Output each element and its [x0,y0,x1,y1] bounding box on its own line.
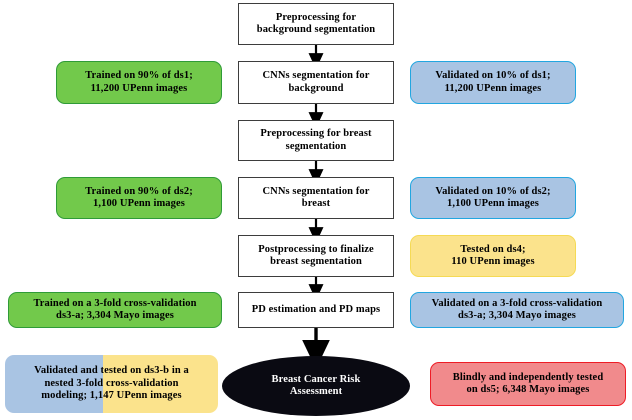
node-train-ds1[interactable]: Trained on 90% of ds1; 11,200 UPenn imag… [56,61,222,104]
node-line: modeling; 1,147 UPenn images [41,390,182,402]
node-line: segmentation [285,140,347,152]
node-line: Validated and tested on ds3-b in a [34,365,189,377]
node-line: Preprocessing for [275,11,357,23]
node-line: 11,200 UPenn images [90,82,188,94]
node-validate-ds3a[interactable]: Validated on a 3-fold cross-validation d… [410,292,624,328]
node-line: 11,200 UPenn images [444,82,542,94]
node-line: nested 3-fold cross-validation [44,377,179,389]
node-line: 110 UPenn images [451,256,535,267]
node-line: Breast Cancer Risk [271,373,361,385]
node-pd-estimation[interactable]: PD estimation and PD maps [238,292,394,328]
node-line: background [288,82,344,94]
node-line: Postprocessing to finalize [258,243,374,255]
node-line: ds3-a; 3,304 Mayo images [458,310,576,321]
node-line: Trained on a 3-fold cross-validation [33,297,197,309]
node-line: breast segmentation [270,256,362,267]
node-train-ds3a[interactable]: Trained on a 3-fold cross-validation ds3… [8,292,222,328]
node-cnn-background[interactable]: CNNs segmentation for background [238,61,394,104]
node-line: Validated on a 3-fold cross-validation [431,297,603,309]
node-validate-ds2[interactable]: Validated on 10% of ds2; 1,100 UPenn ima… [410,177,576,219]
node-train-ds2[interactable]: Trained on 90% of ds2; 1,100 UPenn image… [56,177,222,219]
node-line: Assessment [289,386,343,397]
node-line: Validated on 10% of ds2; [435,185,551,197]
node-line: on ds5; 6,348 Mayo images [466,384,590,395]
node-preproc-background[interactable]: Preprocessing for background segmentatio… [238,3,394,45]
node-line: 1,100 UPenn images [93,198,185,209]
node-line: breast [301,198,331,209]
node-risk-assessment[interactable]: Breast Cancer Risk Assessment [222,356,410,416]
node-postproc-breast[interactable]: Postprocessing to finalize breast segmen… [238,235,394,277]
node-line: Trained on 90% of ds1; [85,70,193,82]
node-line: CNNs segmentation for [262,70,370,82]
node-blind-test-ds5[interactable]: Blindly and independently tested on ds5;… [430,362,626,406]
node-line: Blindly and independently tested [452,371,604,383]
node-line: ds3-a; 3,304 Mayo images [56,310,174,321]
node-line: Tested on ds4; [460,243,526,255]
node-line: Validated on 10% of ds1; [435,70,551,82]
node-cnn-breast[interactable]: CNNs segmentation for breast [238,177,394,219]
node-line: CNNs segmentation for [262,185,370,197]
node-validate-test-ds3b[interactable]: Validated and tested on ds3-b in a neste… [5,355,218,413]
node-line: Preprocessing for breast [260,128,372,140]
node-line: background segmentation [256,24,376,35]
node-test-ds4[interactable]: Tested on ds4; 110 UPenn images [410,235,576,277]
node-line: 1,100 UPenn images [447,198,539,209]
node-line: PD estimation and PD maps [251,303,381,315]
node-line: Trained on 90% of ds2; [85,185,193,197]
node-validate-ds1[interactable]: Validated on 10% of ds1; 11,200 UPenn im… [410,61,576,104]
node-preproc-breast[interactable]: Preprocessing for breast segmentation [238,120,394,161]
